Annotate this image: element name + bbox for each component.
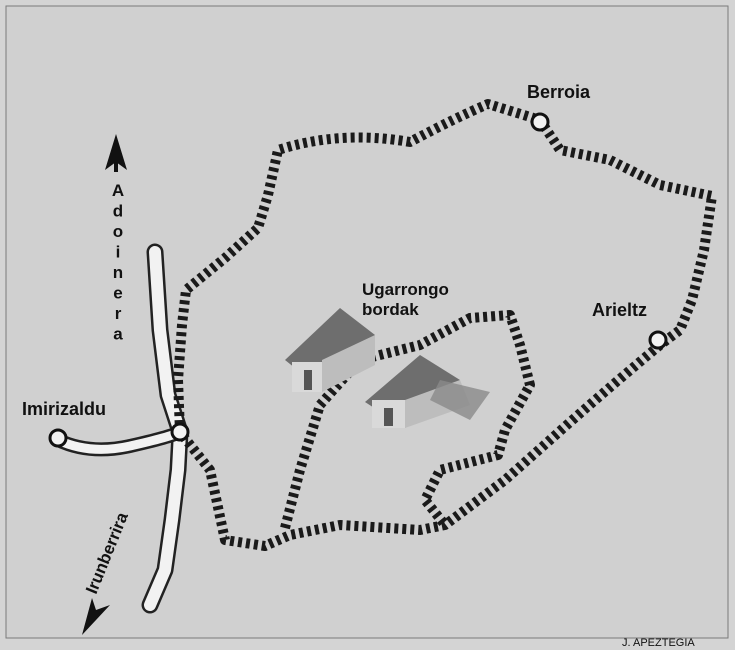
direction-label-north-letter: i (116, 243, 121, 262)
direction-label-north-letter: n (113, 263, 123, 282)
direction-label-north-letter: r (115, 304, 122, 323)
map-frame (5, 5, 729, 639)
marker-junction (170, 422, 190, 442)
direction-label-north-letter: d (113, 202, 123, 221)
place-label-imirizaldu: Imirizaldu (22, 399, 106, 419)
trail-inner (280, 310, 535, 530)
trail-outer (173, 99, 717, 551)
place-label-berroia: Berroia (527, 82, 591, 102)
direction-label-north-letter: A (112, 181, 124, 200)
main-road-fill (144, 246, 186, 611)
place-label-arieltz: Arieltz (592, 300, 647, 320)
north-arrow (105, 134, 127, 172)
marker-arieltz (648, 330, 668, 350)
direction-label-north-letter: e (113, 284, 122, 303)
side-road-fill (53, 427, 185, 454)
building-icon (365, 355, 490, 428)
marker-imirizaldu (48, 428, 68, 448)
marker-berroia (530, 112, 550, 132)
direction-label-north-letter: o (113, 222, 123, 241)
place-label-bordak-line1: Ugarrongo (362, 280, 449, 299)
place-label-bordak-line2: bordak (362, 300, 419, 319)
map-credit: J. APEZTEGIA (622, 637, 695, 649)
direction-label-north-letter: a (113, 325, 123, 344)
south-arrow (82, 598, 110, 635)
building-icon (285, 308, 375, 392)
